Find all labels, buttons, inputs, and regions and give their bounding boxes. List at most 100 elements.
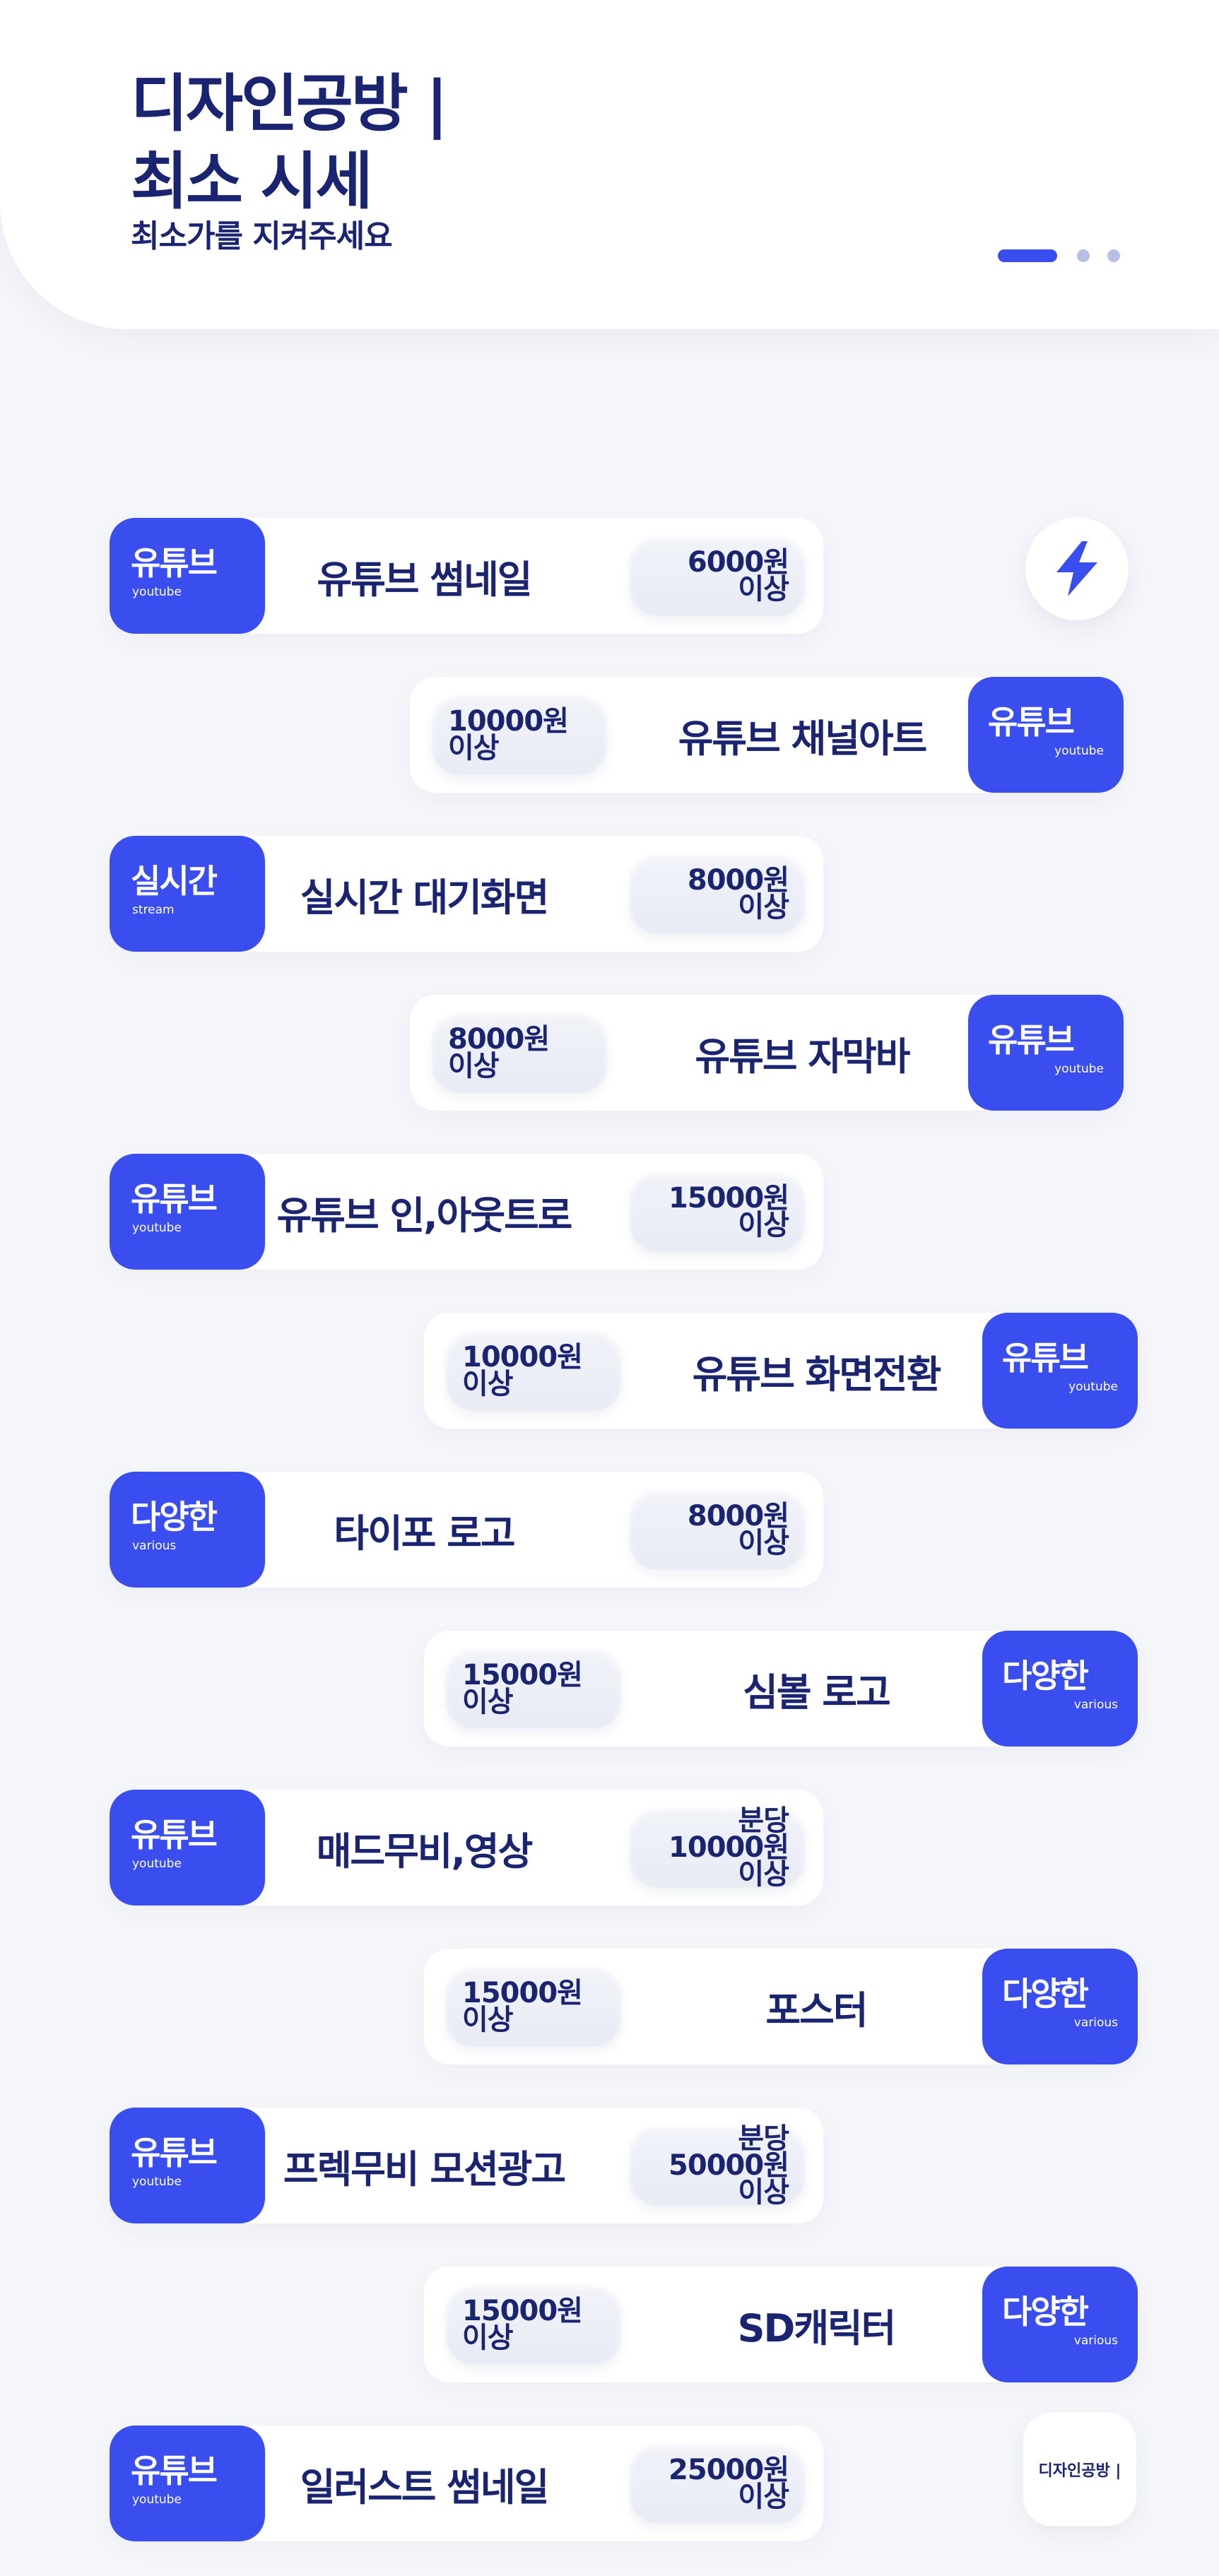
category-tag: 다양한 various <box>110 1472 265 1588</box>
price-text: 이상 <box>738 891 789 923</box>
price-text: 10000원 <box>448 705 569 738</box>
category-tag-label: 유튜브 <box>1002 1339 1089 1377</box>
lightning-icon <box>1025 517 1129 620</box>
price-text: 15000원 <box>669 1182 789 1215</box>
service-name: 유튜브 채널아트 <box>678 716 928 761</box>
price-text: 15000원 <box>462 1659 583 1691</box>
category-tag: 유튜브 youtube <box>982 1313 1138 1429</box>
price-text: 분당 <box>738 1804 789 1837</box>
category-tag: 실시간 stream <box>110 836 265 952</box>
price-text: 이상 <box>448 1050 500 1082</box>
service-name: 실시간 대기화면 <box>300 875 550 920</box>
category-tag-label: 다양한 <box>1002 1657 1089 1695</box>
price-text: 15000원 <box>462 2295 583 2327</box>
service-name: 프렉무비 모션광고 <box>283 2146 566 2192</box>
category-tag-label: 다양한 <box>1002 2293 1089 2331</box>
service-name: 매드무비,영상 <box>316 1828 534 1874</box>
pagination-dot-active[interactable] <box>998 249 1057 262</box>
category-tag-sublabel: youtube <box>132 2175 182 2189</box>
category-tag-sublabel: youtube <box>132 2493 182 2507</box>
price-text: 이상 <box>462 2322 514 2354</box>
price-text: 6000원 <box>687 546 789 579</box>
price-text: 이상 <box>738 1209 789 1241</box>
price-text: 이상 <box>462 2004 514 2036</box>
category-tag-label: 유튜브 <box>988 1021 1075 1059</box>
page-title: 디자인공방 | 최소 시세 <box>131 65 449 220</box>
category-tag-sublabel: various <box>1073 2016 1118 2030</box>
title-line-1: 디자인공방 | <box>131 67 449 140</box>
header-panel: 디자인공방 | 최소 시세 최소가를 지켜주세요 <box>0 0 1219 329</box>
category-tag-label: 다양한 <box>1002 1975 1089 2013</box>
price-text: 이상 <box>738 2176 789 2209</box>
category-tag-sublabel: various <box>1073 2334 1118 2348</box>
service-name: 타이포 로고 <box>334 1511 515 1556</box>
category-tag: 다양한 various <box>982 1949 1138 2064</box>
price-text: 10000원 <box>669 1831 789 1864</box>
category-tag: 유튜브 youtube <box>110 2426 265 2541</box>
category-tag: 다양한 various <box>982 2267 1138 2382</box>
page-subtitle: 최소가를 지켜주세요 <box>131 218 393 254</box>
category-tag-sublabel: various <box>1073 1698 1118 1712</box>
category-tag-sublabel: youtube <box>1068 1380 1118 1394</box>
price-text: 50000원 <box>669 2149 789 2182</box>
category-tag-label: 유튜브 <box>131 1180 218 1218</box>
price-text: 15000원 <box>462 1977 583 2009</box>
category-tag-sublabel: youtube <box>132 1857 182 1871</box>
price-text: 이상 <box>738 2481 789 2513</box>
service-name: 유튜브 인,아웃트로 <box>276 1193 573 1238</box>
service-name: 포스터 <box>765 1987 868 2033</box>
category-tag: 다양한 various <box>982 1631 1138 1747</box>
category-tag-sublabel: youtube <box>1054 1062 1104 1076</box>
service-name: 일러스트 썸네일 <box>300 2464 550 2510</box>
category-tag-label: 실시간 <box>131 862 218 900</box>
price-text: 8000원 <box>448 1023 550 1056</box>
category-tag-sublabel: youtube <box>132 585 182 599</box>
service-name: SD캐릭터 <box>737 2305 897 2351</box>
price-text: 25000원 <box>669 2454 789 2486</box>
pagination-dot[interactable] <box>1077 249 1090 262</box>
service-name: 심볼 로고 <box>743 1670 891 1715</box>
price-text: 이상 <box>448 732 500 764</box>
service-name: 유튜브 썸네일 <box>317 557 533 602</box>
pagination-dot[interactable] <box>1107 249 1120 262</box>
category-tag-label: 유튜브 <box>988 703 1075 741</box>
service-name: 유튜브 화면전환 <box>692 1352 942 1397</box>
price-text: 이상 <box>738 1527 789 1559</box>
category-tag-sublabel: various <box>132 1539 177 1553</box>
category-tag-sublabel: stream <box>132 903 175 917</box>
price-text: 이상 <box>462 1686 514 1718</box>
category-tag-label: 유튜브 <box>131 2452 218 2490</box>
price-text: 8000원 <box>687 1500 789 1532</box>
title-line-2: 최소 시세 <box>131 145 372 218</box>
price-text: 분당 <box>738 2122 789 2155</box>
service-name: 유튜브 자막바 <box>695 1034 911 1079</box>
category-tag-label: 다양한 <box>131 1498 218 1536</box>
